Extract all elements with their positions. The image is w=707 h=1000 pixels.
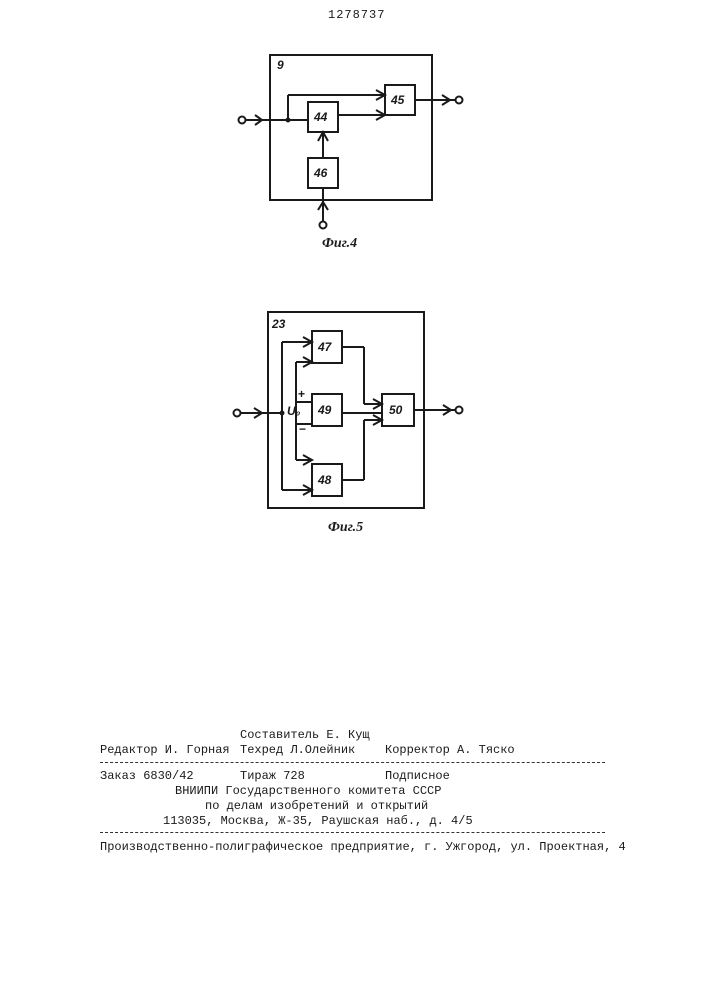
divider-bottom — [100, 832, 605, 833]
fig5-block-47-label: 47 — [318, 340, 331, 354]
editor: Редактор И. Горная — [100, 743, 230, 757]
fig5-u0-label: U₀ — [287, 404, 300, 418]
fig5-block-48-label: 48 — [318, 473, 331, 487]
composer: Составитель Е. Кущ — [240, 728, 370, 742]
fig5-plus-sign: + — [298, 387, 305, 401]
circulation: Тираж 728 — [240, 769, 305, 783]
divider-top — [100, 762, 605, 763]
org-line1: ВНИИПИ Государственного комитета СССР — [175, 784, 441, 798]
corrector: Корректор А. Тяско — [385, 743, 515, 757]
fig5-block-49-label: 49 — [318, 403, 331, 417]
printer: Производственно-полиграфическое предприя… — [100, 840, 626, 854]
org-line2: по делам изобретений и открытий — [205, 799, 428, 813]
address: 113035, Москва, Ж-35, Раушская наб., д. … — [163, 814, 473, 828]
fig5-minus-sign: − — [299, 422, 306, 436]
fig5-outer-label: 23 — [272, 317, 285, 331]
fig5-caption: Фиг.5 — [328, 520, 363, 536]
subscription: Подписное — [385, 769, 450, 783]
techred: Техред Л.Олейник — [240, 743, 355, 757]
fig5-block-50-label: 50 — [389, 403, 402, 417]
order-number: Заказ 6830/42 — [100, 769, 194, 783]
